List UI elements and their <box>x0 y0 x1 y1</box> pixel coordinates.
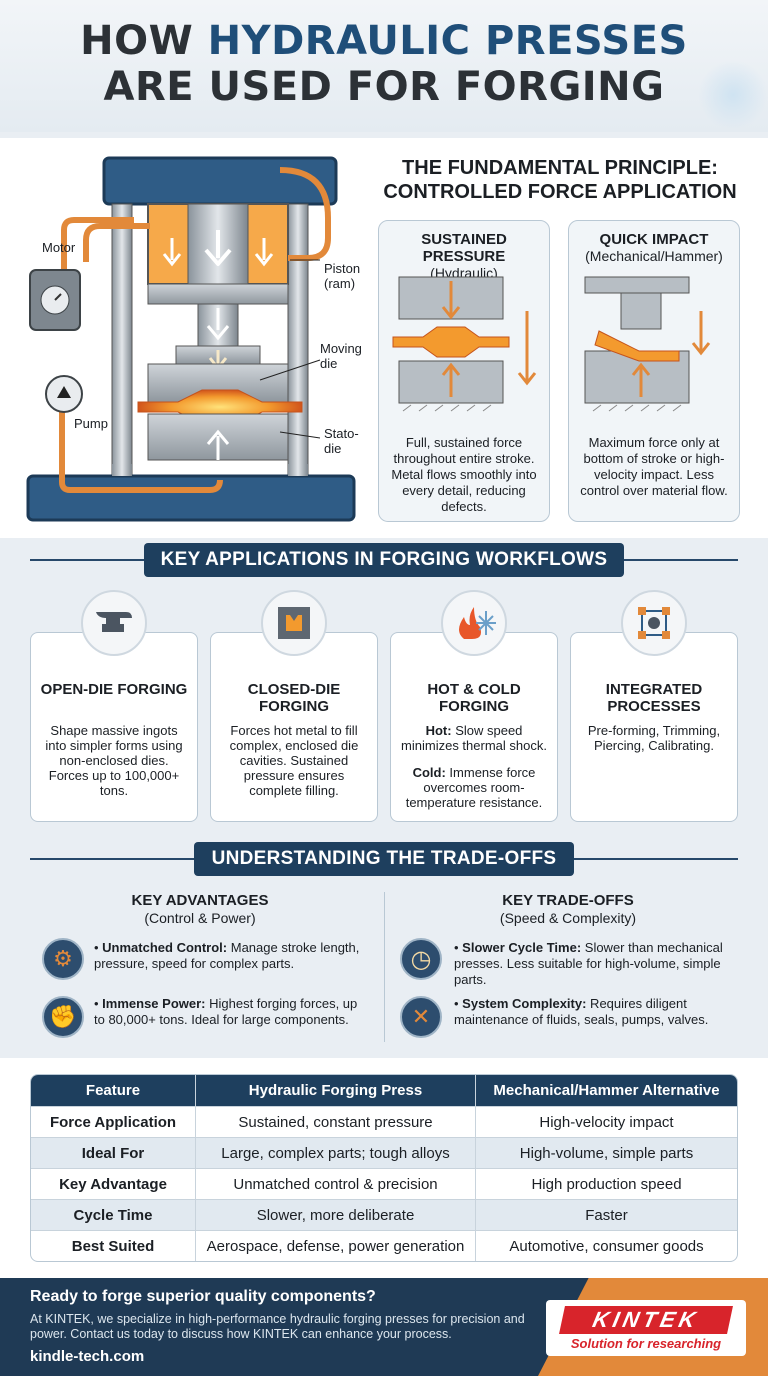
table-cell: Best Suited <box>31 1230 195 1261</box>
sustained-pressure-card: SUSTAINED PRESSURE (Hydraulic) Full, sus… <box>378 220 550 522</box>
app-card-hot-cold: HOT & COLD FORGING Hot: Slow speed minim… <box>390 632 558 822</box>
table-header: Mechanical/Hammer Alternative <box>475 1075 737 1106</box>
advantages-title: KEY ADVANTAGES <box>131 892 269 909</box>
flexed-arm-icon: ✊ <box>42 996 84 1038</box>
water-splash-decoration <box>698 60 768 130</box>
motor-icon <box>29 269 81 331</box>
press-crown <box>102 156 338 206</box>
logo-wordmark: KINTEK <box>559 1306 733 1334</box>
app-text: Hot: Slow speed minimizes thermal shock. <box>401 723 547 753</box>
advantage-item: • Unmatched Control: Manage stroke lengt… <box>94 940 360 971</box>
wrench-screwdriver-icon: ✕ <box>400 996 442 1038</box>
table-cell: Slower, more deliberate <box>195 1199 475 1230</box>
card-title: QUICK IMPACT <box>599 231 709 248</box>
anvil-icon <box>81 590 147 656</box>
table-cell: High-volume, simple parts <box>475 1137 737 1168</box>
app-title: HOT & COLD FORGING <box>427 681 521 715</box>
table-cell: Sustained, constant pressure <box>195 1106 475 1137</box>
card-text: Full, sustained force throughout entire … <box>391 435 537 514</box>
table-cell: Large, complex parts; tough alloys <box>195 1137 475 1168</box>
table-header: Feature <box>31 1075 195 1106</box>
app-card-open-die: OPEN-DIE FORGING Shape massive ingots in… <box>30 632 198 822</box>
app-text: Shape massive ingots into simpler forms … <box>45 723 183 798</box>
footer-cta: Ready to forge superior quality componen… <box>0 1278 768 1376</box>
pump-icon <box>45 375 83 413</box>
quick-impact-card: QUICK IMPACT (Mechanical/Hammer) Maximum… <box>568 220 740 522</box>
card-title: SUSTAINED PRESSURE <box>421 231 507 265</box>
table-cell: Faster <box>475 1199 737 1230</box>
table-cell: Key Advantage <box>31 1168 195 1199</box>
clock-icon: ◷ <box>400 938 442 980</box>
advantages-subtitle: (Control & Power) <box>144 910 256 926</box>
brand-logo: KINTEK Solution for researching <box>546 1300 746 1356</box>
moving-die-label: Moving die <box>320 341 362 371</box>
column-divider <box>384 892 385 1042</box>
impact-hammer-illustration <box>584 276 711 412</box>
table-cell: High-velocity impact <box>475 1106 737 1137</box>
tradeoffs-banner: UNDERSTANDING THE TRADE-OFFS <box>194 842 574 876</box>
process-cycle-icon <box>621 590 687 656</box>
app-title: OPEN-DIE FORGING <box>40 681 188 698</box>
app-card-integrated: INTEGRATED PROCESSES Pre-forming, Trimmi… <box>570 632 738 822</box>
app-title: CLOSED-DIE FORGING <box>247 681 341 715</box>
table-cell: Automotive, consumer goods <box>475 1230 737 1261</box>
sustained-press-illustration <box>392 276 537 412</box>
advantage-item: • Immense Power: Highest forging forces,… <box>94 996 358 1027</box>
table-cell: Force Application <box>31 1106 195 1137</box>
table-header-row: Feature Hydraulic Forging Press Mechanic… <box>31 1075 737 1106</box>
fire-snowflake-icon <box>441 590 507 656</box>
app-title: INTEGRATED PROCESSES <box>605 681 703 715</box>
app-text-cold: Cold: Immense force overcomes room-tempe… <box>405 765 543 810</box>
press-base <box>26 474 356 522</box>
comparison-table: Feature Hydraulic Forging Press Mechanic… <box>30 1074 738 1262</box>
tradeoffs-subtitle: (Speed & Complexity) <box>499 910 637 926</box>
app-text: Forces hot metal to fill complex, enclos… <box>229 723 359 798</box>
table-cell: Ideal For <box>31 1137 195 1168</box>
table-cell: Unmatched control & precision <box>195 1168 475 1199</box>
table-cell: High production speed <box>475 1168 737 1199</box>
table-header: Hydraulic Forging Press <box>195 1075 475 1106</box>
table-cell: Aerospace, defense, power generation <box>195 1230 475 1261</box>
table-cell: Cycle Time <box>31 1199 195 1230</box>
card-text: Maximum force only at bottom of stroke o… <box>580 435 728 498</box>
footer-text: At KINTEK, we specialize in high-perform… <box>30 1312 525 1341</box>
principle-title: THE FUNDAMENTAL PRINCIPLE: CONTROLLED FO… <box>383 157 737 203</box>
pump-label: Pump <box>74 416 108 431</box>
applications-banner: KEY APPLICATIONS IN FORGING WORKFLOWS <box>144 543 624 577</box>
tradeoff-item: • Slower Cycle Time: Slower than mechani… <box>454 940 723 987</box>
tradeoffs-title: KEY TRADE-OFFS <box>502 892 634 909</box>
app-card-closed-die: CLOSED-DIE FORGING Forces hot metal to f… <box>210 632 378 822</box>
website-link[interactable]: kindle-tech.com <box>30 1348 145 1365</box>
die-mold-icon <box>261 590 327 656</box>
tradeoff-item: • System Complexity: Requires diligent m… <box>454 996 709 1027</box>
hydraulic-press-diagram <box>26 156 356 522</box>
card-subtitle: (Mechanical/Hammer) <box>585 248 723 264</box>
gear-target-icon: ⚙ <box>42 938 84 980</box>
motor-label: Motor <box>42 240 76 255</box>
stationary-die-label: Stato- die <box>324 426 359 456</box>
logo-tagline: Solution for researching <box>570 1336 722 1351</box>
footer-headline: Ready to forge superior quality componen… <box>30 1288 376 1305</box>
app-text: Pre-forming, Trimming, Piercing, Calibra… <box>587 723 721 753</box>
piston-label: Piston (ram) <box>324 261 361 291</box>
